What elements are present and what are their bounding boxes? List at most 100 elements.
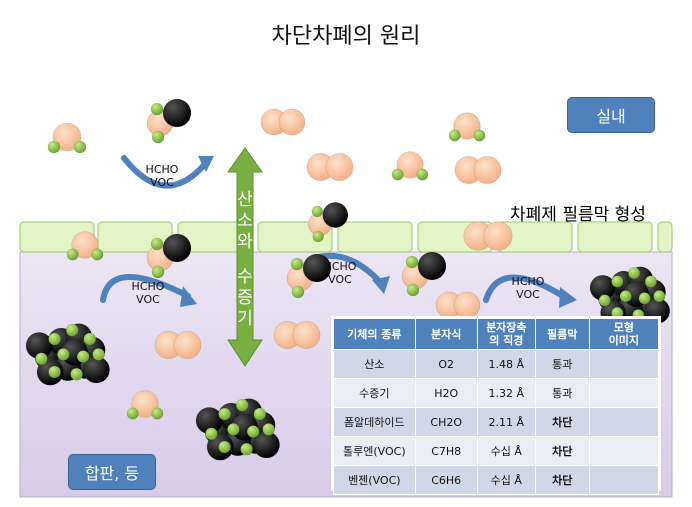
hydrogen-atom: [653, 290, 666, 303]
hydrogen-atom: [218, 407, 231, 421]
oxygen-vapor-arrow: [227, 147, 263, 367]
header-diameter: 분자장축 의 직경: [476, 318, 536, 350]
cell-diameter: 수십 Å: [476, 436, 536, 466]
barrier-film: [19, 221, 673, 253]
arrow-text-char: 수: [237, 267, 253, 287]
cell-film: 통과: [534, 349, 590, 379]
flow-label-3: HCHO VOC: [318, 260, 362, 286]
cell-formula: C6H6: [414, 465, 478, 495]
hydrogen-atom: [47, 140, 61, 154]
oxygen-atom: [71, 231, 99, 259]
arrow-text-char: 기: [237, 309, 253, 329]
film-block: [337, 221, 413, 253]
toluene-cluster-icon: [589, 266, 671, 326]
hydrogen-atom: [83, 332, 97, 346]
header-formula: 분자식: [414, 318, 478, 350]
cell-film: 통과: [534, 378, 590, 408]
oxygen-atom: [292, 321, 321, 349]
hydrogen-atom: [235, 398, 249, 412]
carbon-atom: [322, 202, 349, 228]
film-block: [657, 221, 673, 253]
cell-model-image: [588, 465, 660, 495]
cell-diameter: 1.32 Å: [476, 378, 536, 408]
oxygen-atom: [453, 291, 481, 319]
cell-formula: C7H8: [414, 436, 478, 466]
oxygen-molecule-icon: [454, 156, 502, 184]
oxygen-molecule-icon: [273, 321, 321, 349]
hydrogen-atom: [126, 407, 139, 420]
formaldehyde-molecule-icon: [401, 251, 447, 297]
cell-gas-name: 폼알데하이드: [333, 407, 416, 437]
oxygen-atom: [173, 331, 202, 359]
hydrogen-atom: [240, 442, 253, 456]
oxygen-atom: [453, 112, 481, 140]
hydrogen-atom: [290, 257, 304, 271]
oxygen-molecule-icon: [306, 153, 354, 181]
flow-label-line2: VOC: [328, 273, 352, 286]
oxygen-atom: [396, 151, 424, 179]
flow-arrowhead-3: [372, 276, 390, 294]
water-molecule-icon: [126, 390, 164, 420]
flow-arrowhead-2: [180, 286, 197, 307]
cell-model-image: [588, 378, 660, 408]
cell-formula: H2O: [414, 378, 478, 408]
flow-label-4: HCHO VOC: [506, 275, 550, 301]
formaldehyde-molecule-icon: [307, 202, 349, 243]
flow-label-line2: VOC: [516, 288, 540, 301]
hydrogen-atom: [218, 440, 231, 454]
oxygen-atom: [131, 390, 159, 418]
cell-formula: O2: [414, 349, 478, 379]
hydrogen-atom: [311, 205, 323, 218]
header-gas-type: 기체의 종류: [333, 318, 416, 350]
oxygen-molecule-icon: [260, 108, 306, 136]
cell-gas-name: 벤젠(VOC): [333, 465, 416, 495]
cell-gas-name: 톨루엔(VOC): [333, 436, 416, 466]
flow-label-line2: VOC: [150, 176, 174, 189]
cell-diameter: 수십 Å: [476, 465, 536, 495]
cell-diameter: 1.48 Å: [476, 349, 536, 379]
oxygen-atom: [52, 122, 82, 152]
water-molecule-icon: [47, 122, 87, 154]
hydrogen-atom: [391, 168, 404, 181]
hydrogen-atom: [151, 265, 165, 279]
hydrogen-atom: [48, 332, 61, 346]
water-molecule-icon: [391, 151, 429, 181]
carbon-atom: [162, 98, 192, 128]
flow-arrow-4: [483, 274, 569, 303]
carbon-atom: [417, 251, 447, 281]
cell-film: 차단: [534, 436, 590, 466]
hydrogen-atom: [76, 350, 90, 363]
cell-film: 차단: [534, 407, 590, 437]
hydrogen-atom: [644, 275, 657, 288]
hydrogen-atom: [253, 407, 267, 421]
hydrogen-atom: [205, 427, 218, 441]
hydrogen-atom: [73, 140, 87, 154]
molecules: [25, 98, 671, 461]
hydrogen-atom: [312, 230, 324, 243]
formaldehyde-molecule-icon: [286, 253, 332, 299]
oxygen-atom: [473, 156, 502, 184]
cell-model-image: [588, 436, 660, 466]
cell-diameter: 2.11 Å: [476, 407, 536, 437]
flow-label-line1: HCHO: [145, 163, 179, 176]
cell-gas-name: 산소: [333, 349, 416, 379]
flow-arrowhead-4: [559, 287, 577, 308]
oxygen-molecule-icon: [154, 331, 202, 359]
arrow-text-char: 증: [237, 288, 253, 308]
oxygen-molecule-icon: [463, 221, 513, 251]
formaldehyde-molecule-icon: [146, 98, 192, 144]
hydrogen-atom: [406, 283, 420, 297]
water-molecule-icon: [66, 231, 104, 261]
board-label: 합판, 등: [68, 454, 156, 490]
hydrogen-atom: [473, 129, 486, 142]
hydrogen-atom: [638, 292, 651, 305]
hydrogen-atom: [291, 285, 305, 299]
hydrogen-atom: [416, 168, 429, 181]
carbon-atom: [302, 253, 332, 283]
water-molecule-icon: [448, 112, 486, 142]
film-label: 차폐제 필름막 형성: [510, 205, 646, 225]
